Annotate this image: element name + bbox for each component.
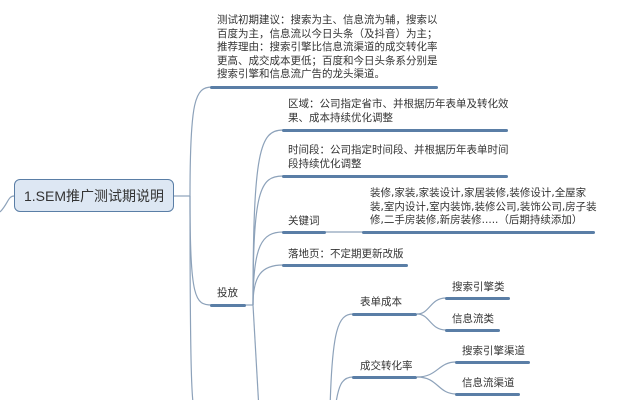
connector-delivery [189, 195, 213, 306]
keywords-node[interactable]: 装修,家装,家装设计,家居装修,装修设计,全屋家 装,室内设计,室内装饰,装修公… [370, 187, 597, 228]
connector-keywords [252, 231, 284, 306]
connector-conv-feed [416, 376, 457, 395]
conversion-feed-label: 信息流渠道 [462, 377, 515, 389]
root-node[interactable]: 1.SEM推广测试期说明 [14, 179, 174, 212]
region-line: 果、成本持续优化调整 [288, 111, 393, 124]
region-underline [282, 129, 508, 132]
suggestion-line: 更高、成交成本更低；百度和今日头条系分别是 [217, 54, 438, 67]
time-node[interactable]: 时间段：公司指定时间段、并根据历年表单时间 段持续优化调整 [288, 144, 509, 171]
conversion-search-label: 搜索引擎渠道 [462, 345, 525, 357]
suggestion-line: 百度为主，信息流以今日头条（及抖音）为主； [217, 27, 438, 40]
connector-time [252, 175, 284, 306]
connector-root-in [0, 195, 15, 213]
region-line: 区域：公司指定省市、并根据历年表单及转化效 [288, 98, 509, 110]
connector-conversion [335, 376, 354, 400]
connector-lower [189, 195, 194, 400]
delivery-underline [210, 304, 246, 307]
keywords-underline [362, 231, 595, 234]
form-cost-search-label: 搜索引擎类 [452, 281, 505, 293]
landing-underline [282, 264, 408, 267]
connector-form-feed [416, 313, 447, 331]
landing-node[interactable]: 落地页：不定期更新改版 [288, 248, 404, 262]
form-cost-feed-underline [445, 329, 500, 332]
delivery-label: 投放 [217, 287, 238, 299]
suggestion-underline [210, 86, 438, 89]
connector-down [252, 304, 260, 400]
conversion-node[interactable]: 成交转化率 [360, 360, 413, 374]
suggestion-line: 测试初期建议：搜索为主、信息流为辅，搜索以 [217, 14, 438, 26]
landing-label: 落地页：不定期更新改版 [288, 248, 404, 260]
time-underline [282, 175, 508, 178]
suggestion-line: 搜索引擎和信息流广告的龙头渠道。 [217, 68, 385, 81]
region-node[interactable]: 区域：公司指定省市、并根据历年表单及转化效 果、成本持续优化调整 [288, 98, 509, 125]
keywords-line: 装修,家装,家装设计,家居装修,装修设计,全屋家 [370, 187, 587, 199]
time-line: 段持续优化调整 [288, 157, 362, 170]
keywords-label-node[interactable]: 关键词 [288, 215, 320, 229]
delivery-node[interactable]: 投放 [217, 287, 238, 301]
keywords-label: 关键词 [288, 215, 320, 227]
form-cost-feed-node[interactable]: 信息流类 [452, 313, 494, 327]
form-cost-feed-label: 信息流类 [452, 313, 494, 325]
form-cost-search-node[interactable]: 搜索引擎类 [452, 281, 505, 295]
conversion-label: 成交转化率 [360, 360, 413, 372]
conversion-search-underline [455, 361, 530, 364]
connector-form-cost [329, 313, 354, 400]
keywords-label-underline [282, 231, 326, 234]
suggestion-node[interactable]: 测试初期建议：搜索为主、信息流为辅，搜索以 百度为主，信息流以今日头条（及抖音）… [217, 14, 438, 82]
conversion-underline [352, 376, 417, 379]
connector-landing [252, 264, 284, 306]
form-cost-node[interactable]: 表单成本 [360, 296, 402, 310]
connector-form-search [416, 297, 447, 315]
form-cost-label: 表单成本 [360, 296, 402, 308]
conversion-feed-underline [455, 393, 520, 396]
suggestion-line: 推荐理由：搜索引擎比信息流渠道的成交转化率 [217, 41, 438, 54]
connector-conv-search [416, 361, 457, 378]
conversion-search-node[interactable]: 搜索引擎渠道 [462, 345, 525, 359]
connector-suggestion [189, 86, 213, 197]
form-cost-underline [352, 313, 417, 316]
conversion-feed-node[interactable]: 信息流渠道 [462, 377, 515, 391]
keywords-line: 修,二手房装修,新房装修.....（后期持续添加） [370, 214, 583, 227]
keywords-line: 装,室内设计,室内装饰,装修公司,装饰公司,房子装 [370, 200, 597, 213]
form-cost-search-underline [445, 297, 510, 300]
time-line: 时间段：公司指定时间段、并根据历年表单时间 [288, 144, 509, 156]
root-label: 1.SEM推广测试期说明 [23, 187, 164, 204]
